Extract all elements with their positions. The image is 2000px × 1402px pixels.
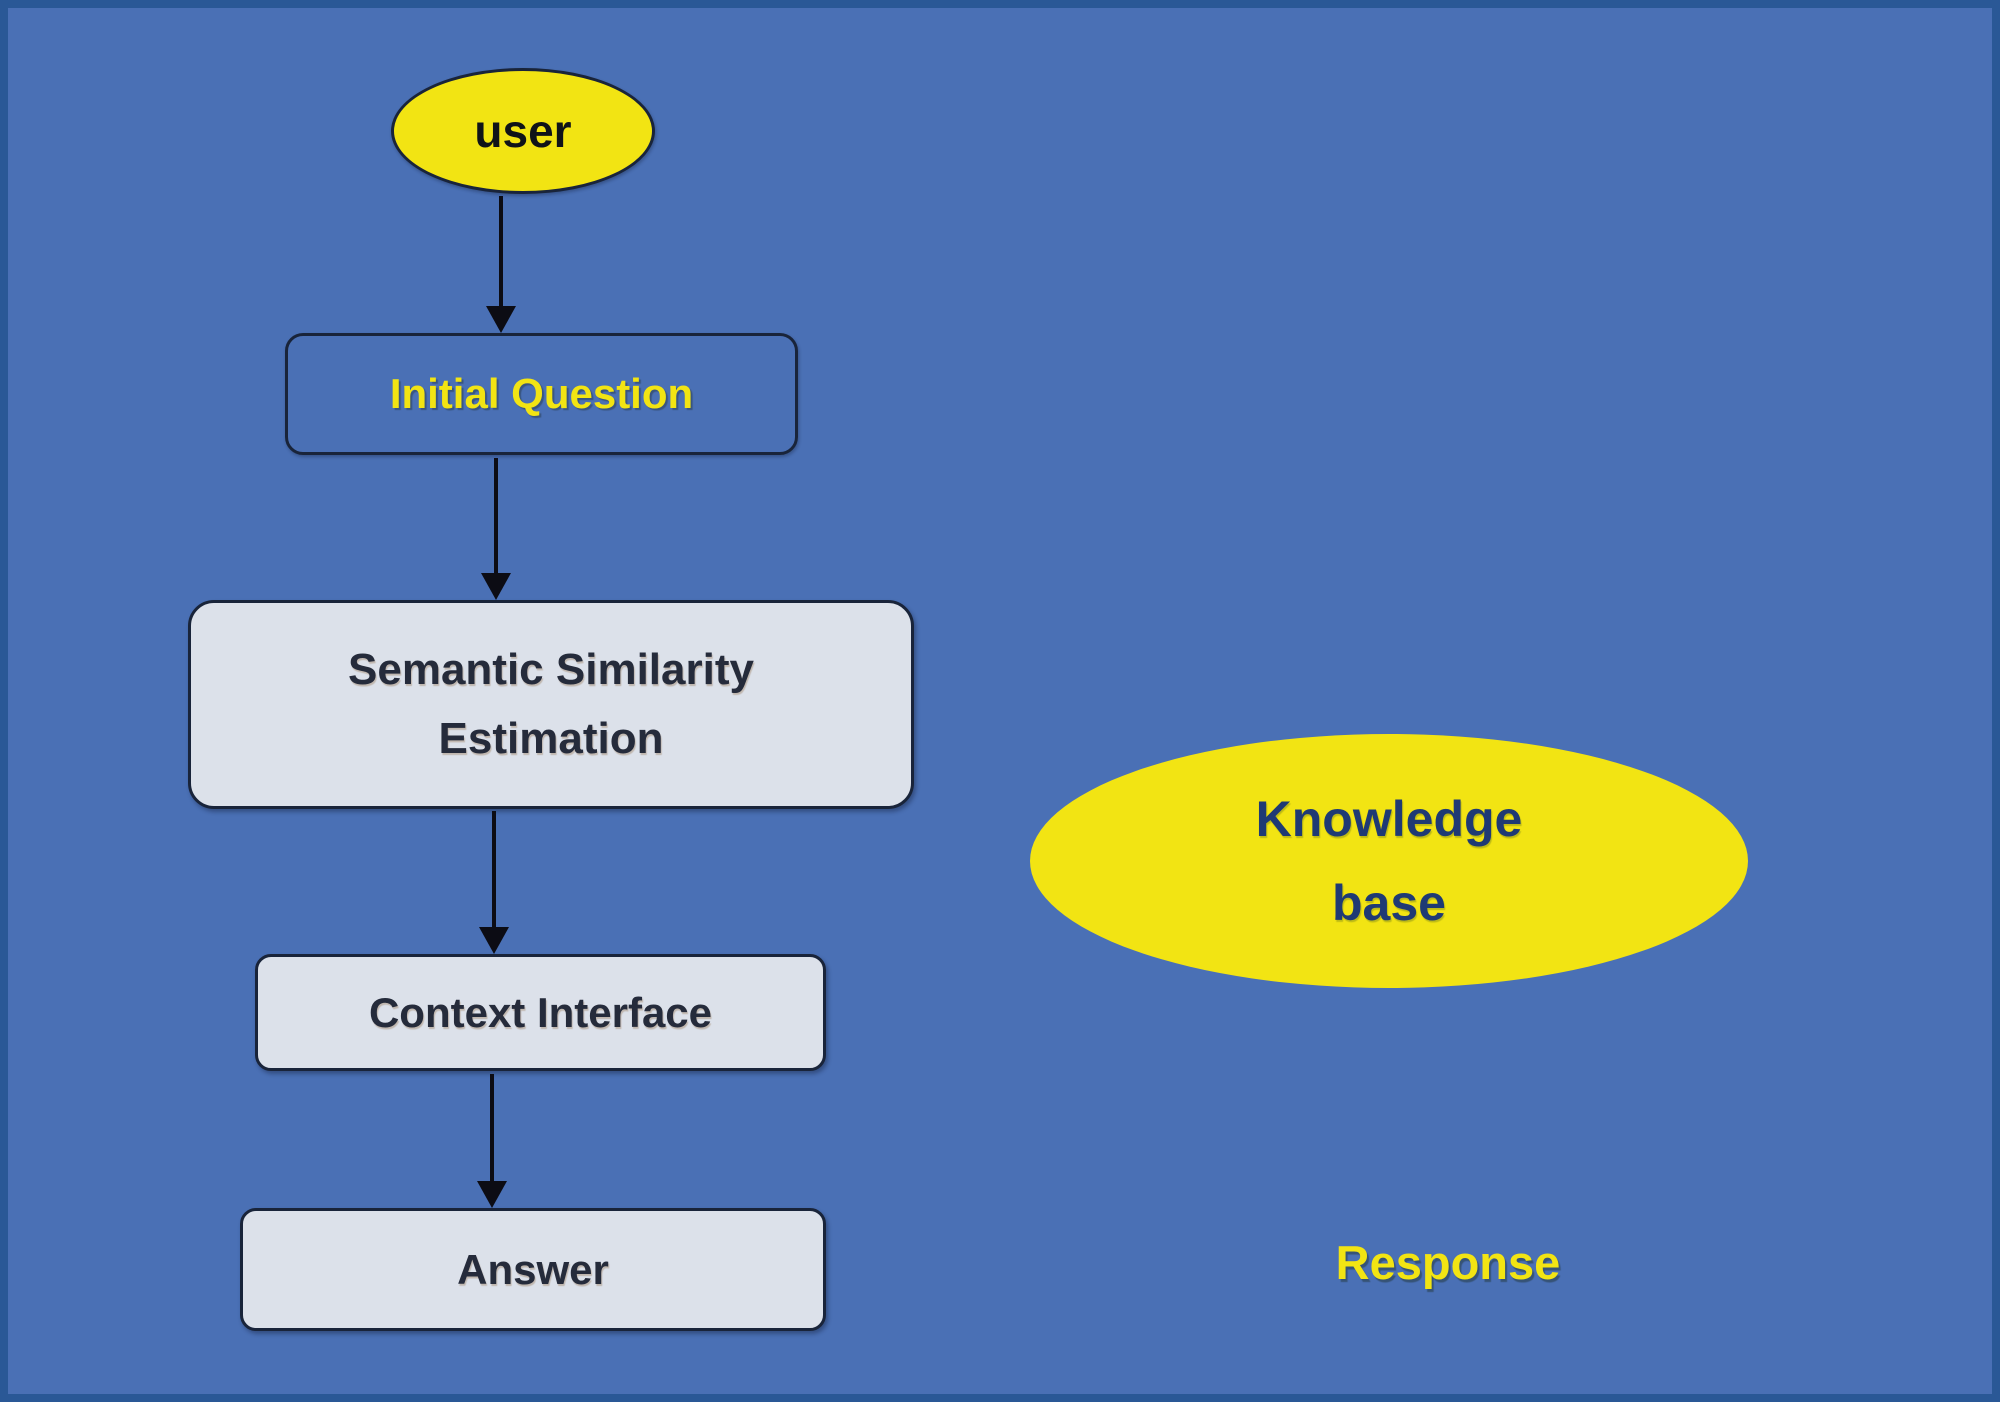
node-answer-label: Answer <box>457 1245 609 1293</box>
node-context-interface-label: Context Interface <box>368 988 713 1036</box>
arrow-shaft <box>490 1074 494 1186</box>
node-initial-question-label: Initial Question <box>389 370 694 417</box>
arrow-head-icon <box>479 927 509 954</box>
node-semantic-similarity-estimation-label: Semantic Similarity Estimation <box>348 645 754 763</box>
response-label-text: Response <box>1335 1235 1561 1289</box>
flow-arrow-user-to-initial-question <box>486 196 516 333</box>
arrow-head-icon <box>481 573 511 600</box>
arrow-head-icon <box>477 1181 507 1208</box>
node-user-label: user <box>474 105 572 157</box>
node-knowledge-base-label: Knowledge base <box>1255 791 1523 931</box>
node-initial-question: Initial Question <box>285 333 798 455</box>
flow-arrow-semantic-to-context-interface <box>479 811 509 954</box>
arrow-shaft <box>494 458 498 578</box>
response-label: Response <box>1278 1230 1618 1294</box>
node-user: user <box>391 68 655 194</box>
flow-arrow-initial-question-to-semantic <box>481 458 511 600</box>
flow-arrow-context-interface-to-answer <box>477 1074 507 1208</box>
arrow-shaft <box>492 811 496 932</box>
arrow-shaft <box>499 196 503 311</box>
node-knowledge-base: Knowledge base <box>1030 734 1748 988</box>
node-semantic-similarity-estimation: Semantic Similarity Estimation <box>188 600 914 809</box>
node-context-interface: Context Interface <box>255 954 826 1071</box>
node-answer: Answer <box>240 1208 826 1331</box>
arrow-head-icon <box>486 306 516 333</box>
